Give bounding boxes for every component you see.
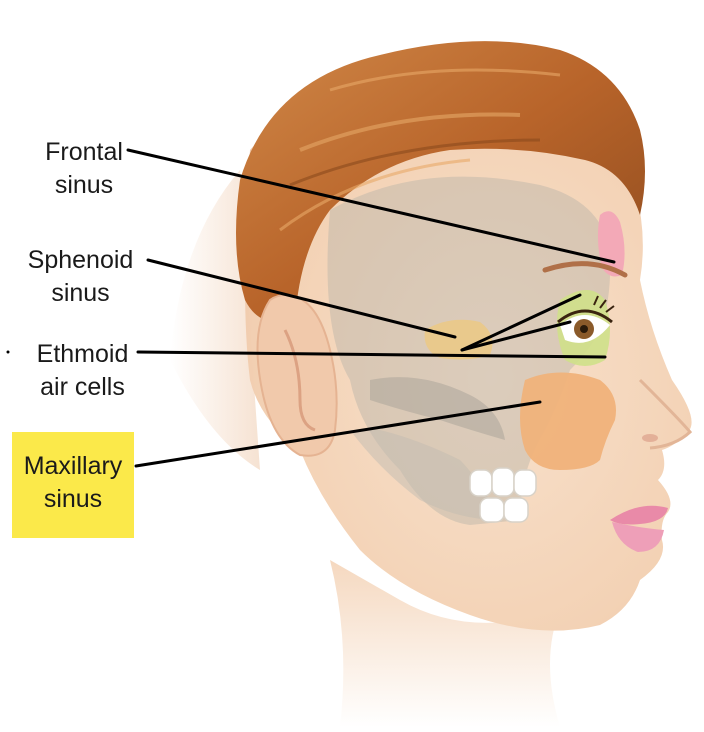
ethmoid-air-cells-label: Ethmoid air cells: [10, 338, 155, 404]
sphenoid-sinus-label: Sphenoid sinus: [8, 244, 153, 310]
maxillary-sinus-label: Maxillary sinus: [12, 432, 134, 538]
frontal-sinus-label: Frontal sinus: [24, 136, 144, 202]
teeth: [470, 468, 536, 522]
